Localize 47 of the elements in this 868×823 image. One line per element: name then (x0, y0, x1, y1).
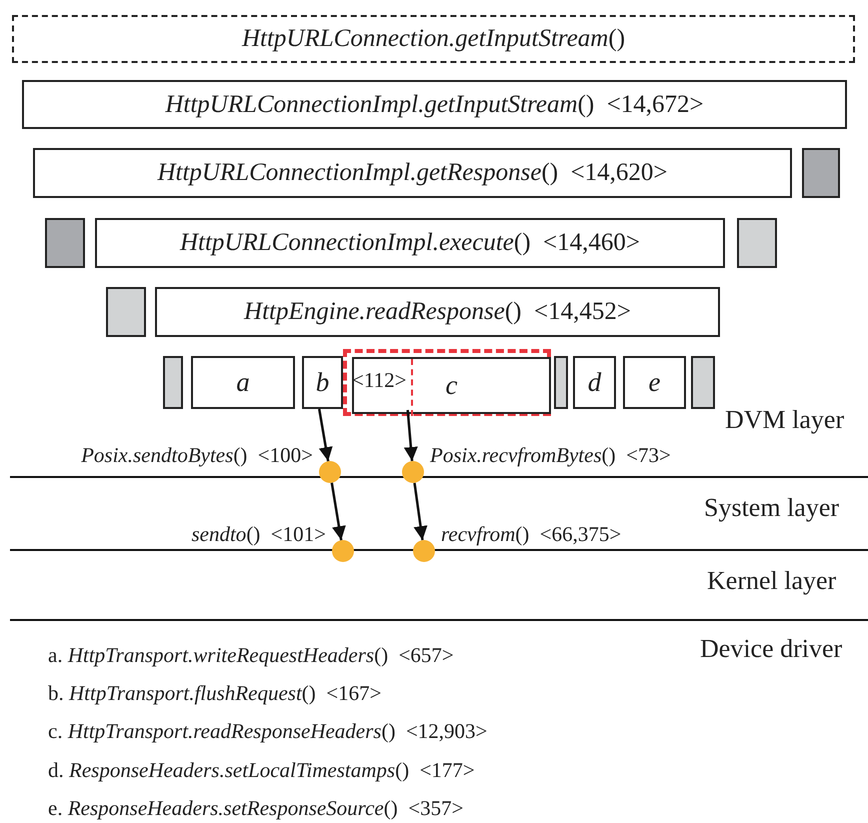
call-letter: b (316, 368, 330, 398)
legend-text: c. HttpTransport.readResponseHeaders() <12,903> (48, 719, 488, 744)
gap-box (691, 356, 715, 409)
call-label: recvfrom() <66,375> (441, 522, 622, 547)
method-box (155, 287, 720, 337)
call-box (623, 356, 686, 409)
call-box (352, 357, 551, 414)
arrow (330, 482, 346, 540)
gap-box (737, 218, 777, 268)
method-label: HttpURLConnectionImpl.getResponse() <14,620> (157, 159, 668, 187)
legend-text: d. ResponseHeaders.setLocalTimestamps() <177> (48, 758, 475, 783)
call-letter: a (236, 368, 250, 398)
arrow (318, 408, 333, 462)
layer-label: DVM layer (725, 405, 844, 435)
method-box (22, 80, 847, 129)
call-box (302, 356, 343, 409)
gap-box (106, 287, 146, 337)
gap-box (45, 218, 85, 268)
layer-label: Kernel layer (707, 566, 836, 596)
highlight-box (343, 349, 551, 416)
method-label: HttpEngine.readResponse() <14,452> (244, 298, 631, 326)
gap-box (802, 148, 840, 198)
call-label: Posix.sendtoBytes() <100> (81, 443, 313, 468)
arrow (413, 482, 428, 540)
call-letter: e (648, 368, 660, 398)
method-label: HttpURLConnectionImpl.getInputStream() <14,672> (165, 90, 704, 118)
duration-label: <112> (352, 369, 406, 392)
method-box (95, 218, 725, 268)
call-letter: d (588, 368, 602, 398)
method-box (33, 148, 792, 198)
layer-label: System layer (704, 493, 840, 523)
layer-label: Device driver (700, 634, 842, 664)
method-box (12, 15, 855, 63)
method-label: HttpURLConnection.getInputStream() (242, 25, 626, 53)
legend-text: e. ResponseHeaders.setResponseSource() <357> (48, 796, 464, 821)
call-label: Posix.recvfromBytes() <73> (430, 443, 671, 468)
arrow (404, 410, 418, 462)
legend-text: b. HttpTransport.flushRequest() <167> (48, 681, 382, 706)
legend-text: a. HttpTransport.writeRequestHeaders() <657> (48, 643, 454, 668)
gap-box (554, 356, 568, 409)
call-letter: c (446, 370, 458, 400)
gap-box (163, 356, 183, 409)
marked-segment (354, 359, 413, 416)
call-label: sendto() <101> (191, 522, 326, 547)
call-box (573, 356, 616, 409)
method-label: HttpURLConnectionImpl.execute() <14,460> (180, 229, 640, 257)
call-box (191, 356, 295, 409)
